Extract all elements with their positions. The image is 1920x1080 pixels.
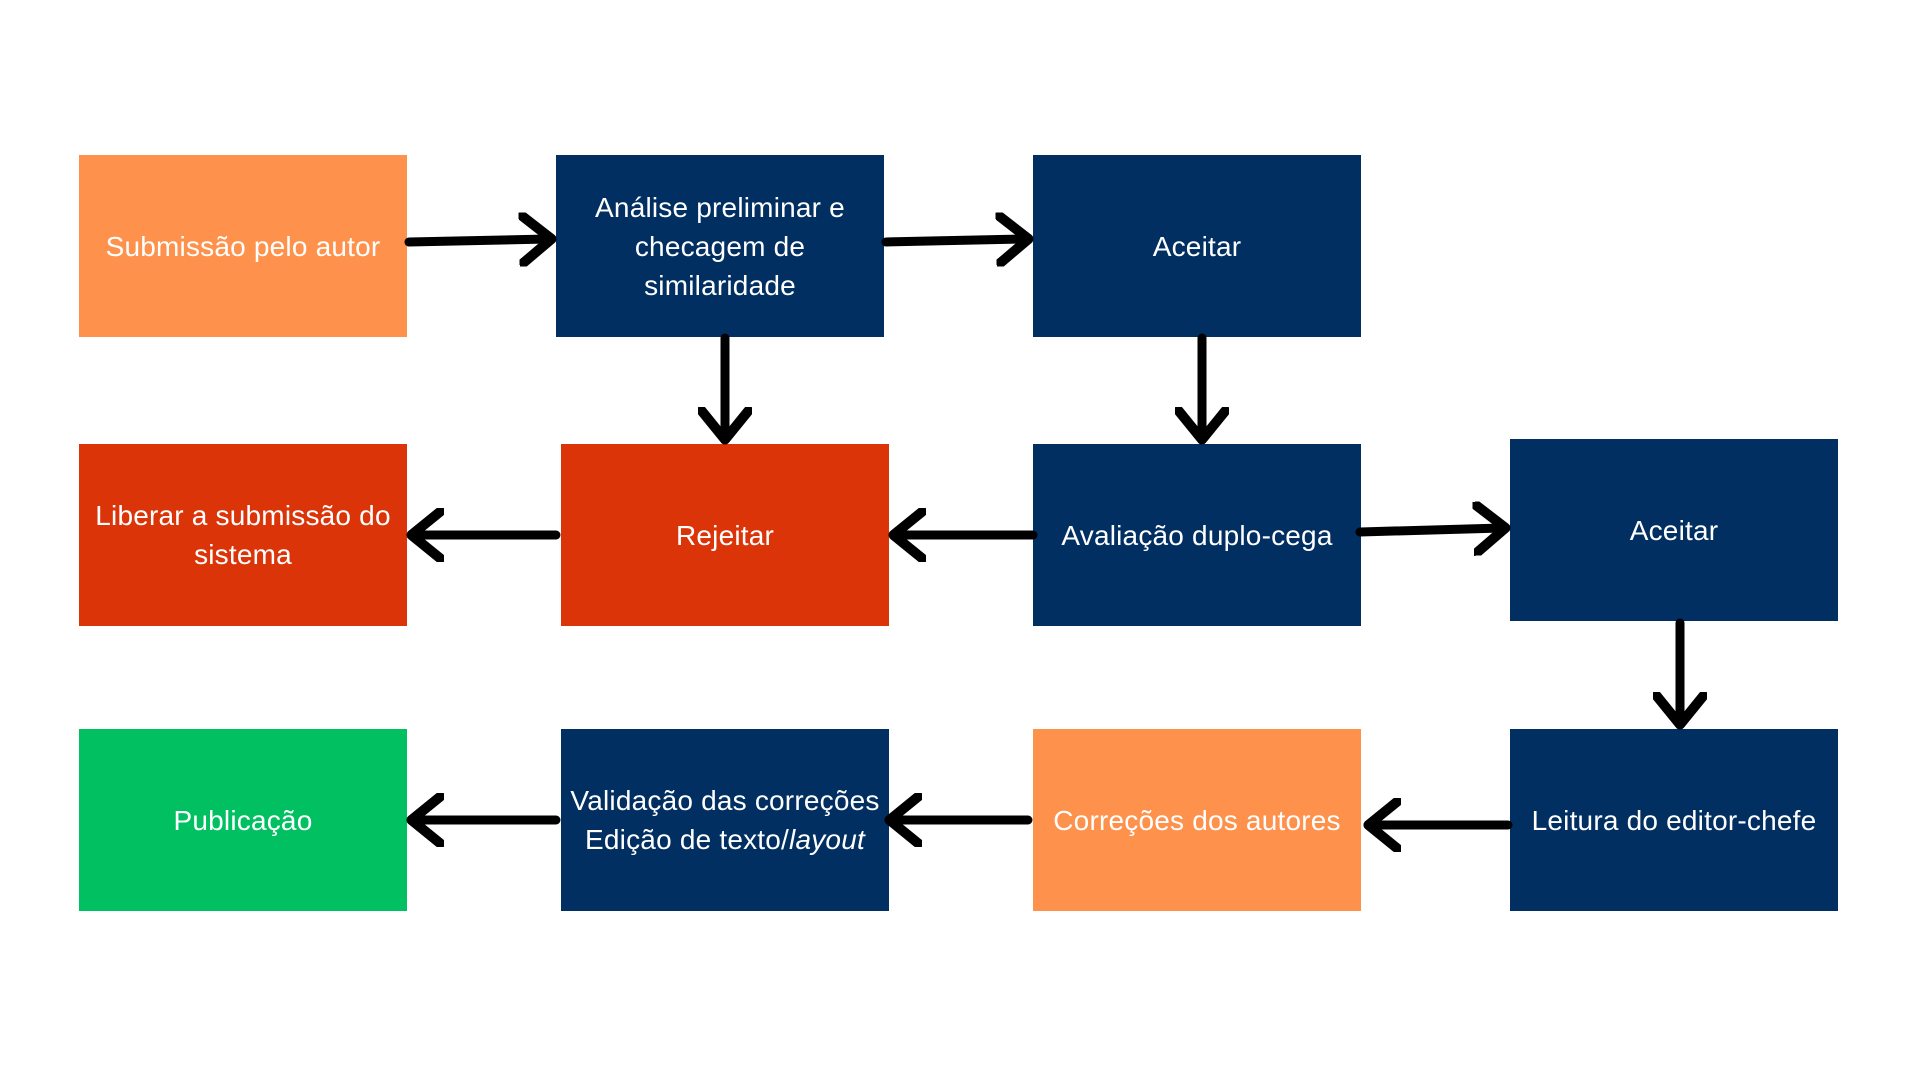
node-publicacao: Publicação (79, 729, 407, 911)
node-label: Correções dos autores (1053, 804, 1341, 836)
node-label: Liberar a submissão do sistema (95, 500, 391, 570)
node-label-line-2-text: Edição de texto/ (585, 824, 790, 855)
node-label: Submissão pelo autor (105, 230, 381, 262)
node-label-line-1: Validação das correções (570, 785, 880, 816)
node-analise-preliminar: Análise preliminar e checagem de similar… (556, 155, 884, 337)
node-label: Avaliação duplo-cega (1061, 519, 1333, 551)
node-aceitar-2: Aceitar (1510, 439, 1838, 621)
node-label: Aceitar (1629, 514, 1719, 546)
node-rejeitar: Rejeitar (561, 444, 889, 626)
node-liberar-submissao: Liberar a submissão do sistema (79, 444, 407, 626)
node-aceitar-1: Aceitar (1033, 155, 1361, 337)
node-submissao-pelo-autor: Submissão pelo autor (79, 155, 407, 337)
node-label: Aceitar (1152, 230, 1242, 262)
node-correcoes-autores: Correções dos autores (1033, 729, 1361, 911)
node-label-line-2: Edição de texto/layout (570, 820, 879, 859)
node-avaliacao-duplo-cega: Avaliação duplo-cega (1033, 444, 1361, 626)
node-label: Rejeitar (675, 519, 775, 551)
arrow-avaliacao-to-aceitar2 (1355, 528, 1502, 532)
node-label: Leitura do editor-chefe (1531, 804, 1817, 836)
node-label-line-2-italic: layout (789, 824, 865, 855)
arrow-analise-to-aceitar1 (881, 239, 1025, 242)
node-label: Análise preliminar e checagem de similar… (595, 191, 845, 301)
arrow-submissao-to-analise (404, 239, 548, 242)
node-label: Publicação (173, 804, 313, 836)
node-leitura-editor-chefe: Leitura do editor-chefe (1510, 729, 1838, 911)
node-validacao-correcoes: Validação das correções Edição de texto/… (561, 729, 889, 911)
node-label: Validação das correções Edição de texto/… (570, 781, 879, 859)
